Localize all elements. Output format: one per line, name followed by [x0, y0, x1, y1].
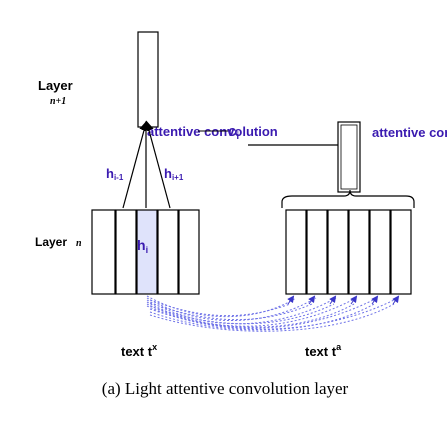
layer-n-plus-1-sub: n+1: [50, 96, 66, 107]
context-state-box: [390, 209, 412, 295]
text-a-label: text ta: [305, 342, 342, 359]
h-i-sub: i: [146, 245, 149, 255]
hidden-state-box: [115, 209, 137, 295]
attentive-context-label: attentive context: [372, 125, 447, 140]
context-state-box: [369, 209, 391, 295]
text-x-hidden-states: [91, 209, 200, 295]
hidden-state-box: [178, 209, 200, 295]
c-i-letter: c: [228, 123, 236, 140]
context-brace: [281, 189, 415, 208]
text-x-main: text t: [121, 344, 153, 359]
h-i-label: hi: [137, 237, 148, 255]
text-a-hidden-states: [285, 209, 412, 295]
text-x-label: text tx: [121, 342, 157, 359]
attentive-context-text: attentive context: [372, 125, 447, 140]
text-a-main: text t: [305, 344, 337, 359]
h-i-letter: h: [137, 237, 146, 253]
text-a-sup: a: [336, 342, 342, 352]
context-state-box: [285, 209, 307, 295]
attention-fan: [146, 295, 399, 332]
arrow-h-prev: [122, 120, 149, 209]
figure-caption: (a) Light attentive convolution layer: [102, 379, 349, 398]
layer-n-sub: n: [76, 238, 82, 249]
context-state-box: [327, 209, 349, 295]
c-i-label: ci: [228, 123, 239, 142]
layer-n-label: Layer: [35, 235, 67, 249]
attention-arrowheads: [287, 295, 400, 305]
h-next-sub: i+1: [172, 173, 184, 182]
attentive-context-box: [337, 121, 361, 193]
output-unit-box: [137, 31, 159, 128]
h-prev-label: hi-1: [106, 166, 124, 182]
h-next-label: hi+1: [164, 166, 184, 182]
text-x-sup: x: [152, 342, 157, 352]
arrow-h-next: [144, 120, 171, 209]
attentive-context-inner: [340, 124, 358, 190]
context-state-box: [306, 209, 328, 295]
layer-n-plus-1-label: Layer: [38, 78, 73, 93]
hidden-state-box-highlighted: [136, 209, 158, 295]
hidden-state-box: [91, 209, 116, 295]
c-i-sub: i: [236, 131, 239, 142]
h-prev-sub: i-1: [114, 173, 124, 182]
context-state-box: [348, 209, 370, 295]
h-prev-letter: h: [106, 166, 114, 181]
h-next-letter: h: [164, 166, 172, 181]
hidden-state-box: [157, 209, 179, 295]
